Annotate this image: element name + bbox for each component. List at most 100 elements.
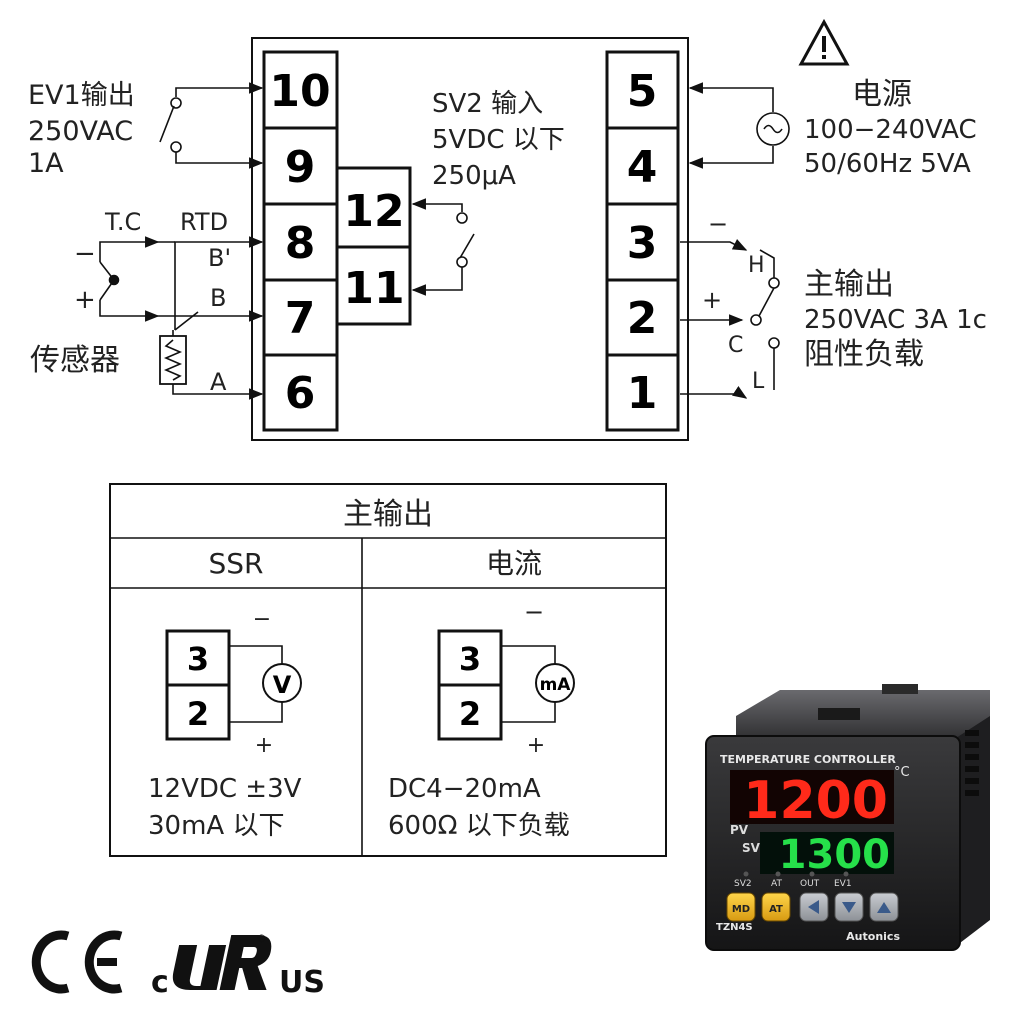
cert-us: US <box>279 965 325 1000</box>
sensor-labels: T.C RTD B' B A − + 传感器 <box>30 208 231 396</box>
milliammeter-label: mA <box>540 675 572 695</box>
sv2-input-wiring <box>411 198 475 296</box>
sv-display: 1300 <box>779 832 890 878</box>
indicator-at: AT <box>771 879 782 889</box>
terminal-7: 7 <box>285 293 316 344</box>
a-label: A <box>210 368 227 396</box>
device-model: TZN4S <box>716 922 753 933</box>
down-arrow-icon <box>842 902 856 913</box>
terminal-11: 11 <box>343 263 404 314</box>
terminal-1: 1 <box>627 368 658 419</box>
at-button[interactable]: AT <box>761 892 791 922</box>
md-button-label: MD <box>732 904 750 915</box>
ev1-current: 1A <box>28 148 64 179</box>
ssr-minus: − <box>253 607 271 632</box>
ce-mark <box>31 930 123 994</box>
terminal-6: 6 <box>285 368 316 419</box>
relay-h-label: H <box>748 253 765 278</box>
md-button[interactable]: MD <box>726 892 756 922</box>
middle-terminal-column: 12 11 <box>335 166 412 326</box>
cur-us-mark: c ® US <box>151 932 325 1000</box>
indicator-row: SV2 AT OUT EV1 <box>734 871 852 889</box>
ssr-plus: + <box>255 733 273 758</box>
sv2-label: SV2 输入 5VDC 以下 250μA <box>432 89 565 191</box>
relay-l-label: L <box>752 369 765 394</box>
terminal-block: 10 9 8 7 6 12 11 5 4 3 2 1 <box>251 37 689 441</box>
tc-plus: + <box>74 285 96 315</box>
ssr-spec-1: 12VDC ±3V <box>148 774 302 804</box>
warning-icon <box>798 18 850 66</box>
terminal-10: 10 <box>269 66 330 117</box>
indicator-out: OUT <box>800 879 820 889</box>
power-frequency: 50/60Hz 5VA <box>804 149 971 179</box>
ssr-cell: 3 2 V − + 12VDC ±3V 30mA 以下 <box>148 607 302 841</box>
current-minus: − <box>524 598 544 626</box>
main-output-title: 主输出 <box>804 267 894 302</box>
left-arrow-button[interactable] <box>799 892 829 922</box>
voltmeter-icon <box>262 663 302 703</box>
current-plus: + <box>527 733 545 758</box>
terminal-9: 9 <box>285 142 316 193</box>
current-terminal-3: 3 <box>459 640 481 678</box>
device-brand: Autonics <box>846 930 900 943</box>
ssr-terminal-2: 2 <box>187 695 209 733</box>
sensor-wiring <box>99 236 264 400</box>
table-title: 主输出 <box>343 497 433 532</box>
b-prime-label: B' <box>208 244 231 272</box>
up-arrow-icon <box>877 902 891 913</box>
terminal-5: 5 <box>627 66 658 117</box>
tc-label: T.C <box>104 208 141 236</box>
vent-slots <box>965 730 979 796</box>
relay-c-label: C <box>728 333 743 358</box>
device-header: TEMPERATURE CONTROLLER <box>720 753 896 766</box>
power-voltage: 100−240VAC <box>804 115 977 145</box>
ssr-terminal-3: 3 <box>187 640 209 678</box>
current-cell: 3 2 mA − + DC4−20mA 600Ω 以下负载 <box>388 598 575 841</box>
terminal-3: 3 <box>627 218 658 269</box>
tc-minus: − <box>74 239 96 269</box>
terminal-4: 4 <box>627 142 658 193</box>
power-wiring <box>688 82 790 169</box>
at-button-label: AT <box>769 904 783 915</box>
rtd-label: RTD <box>180 208 228 236</box>
ev1-output-wiring <box>159 82 264 169</box>
sv2-current: 250μA <box>432 161 516 191</box>
table-col-ssr: SSR <box>208 547 263 580</box>
out-minus: − <box>708 210 728 238</box>
ev1-voltage: 250VAC <box>28 116 133 147</box>
sv2-voltage: 5VDC 以下 <box>432 125 565 155</box>
right-terminal-column: 5 4 3 2 1 <box>605 50 680 432</box>
sv-label: SV <box>742 841 761 855</box>
power-label: 电源 100−240VAC 50/60Hz 5VA <box>804 77 977 179</box>
device-unit: °C <box>894 765 910 780</box>
ev1-label: EV1输出 250VAC 1A <box>28 80 135 179</box>
main-output-rating: 250VAC 3A 1c <box>804 305 987 335</box>
terminal-12: 12 <box>343 186 404 237</box>
terminal-8: 8 <box>285 218 316 269</box>
milliammeter-icon <box>535 663 575 703</box>
pv-display: 1200 <box>743 771 888 831</box>
sensor-label: 传感器 <box>30 343 120 378</box>
resistive-load-label: 阻性负载 <box>804 337 924 372</box>
registered-mark: ® <box>256 932 267 945</box>
output-table: 主输出 SSR 电流 3 2 V − + 12VDC ±3V 30mA 以下 3… <box>109 483 667 857</box>
main-output-labels: − + H C L 主输出 250VAC 3A 1c 阻性负载 <box>702 210 987 394</box>
ur-logo <box>172 935 272 990</box>
indicator-ev1: EV1 <box>834 879 852 889</box>
left-arrow-icon <box>808 900 819 914</box>
down-arrow-button[interactable] <box>834 892 864 922</box>
left-terminal-column: 10 9 8 7 6 <box>262 50 339 432</box>
main-output-wiring <box>680 239 780 399</box>
current-terminal-2: 2 <box>459 695 481 733</box>
voltmeter-label: V <box>273 671 292 699</box>
current-spec-1: DC4−20mA <box>388 774 541 804</box>
b-label: B <box>210 284 226 312</box>
indicator-sv2: SV2 <box>734 879 752 889</box>
current-spec-2: 600Ω 以下负载 <box>388 811 570 841</box>
terminal-2: 2 <box>627 293 658 344</box>
table-col-current: 电流 <box>486 547 542 580</box>
sv2-title: SV2 输入 <box>432 89 543 119</box>
up-arrow-button[interactable] <box>869 892 899 922</box>
